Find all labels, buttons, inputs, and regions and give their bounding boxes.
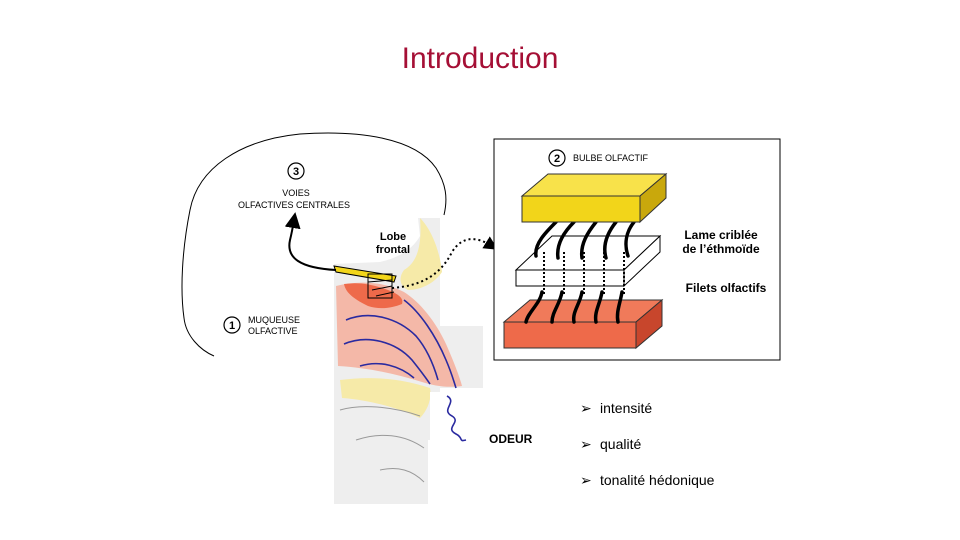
voies-label-line2: OLFACTIVES CENTRALES bbox=[238, 200, 350, 210]
list-item-label: intensité bbox=[600, 400, 653, 416]
number-1-label: 1 bbox=[229, 320, 235, 332]
lame-label-line1: Lame criblée bbox=[684, 228, 758, 242]
list-item: ➢ qualité bbox=[580, 432, 714, 468]
number-3-label: 3 bbox=[293, 166, 299, 178]
list-item: ➢ intensité bbox=[580, 396, 714, 432]
number-2-label: 2 bbox=[554, 153, 560, 165]
list-item-label: qualité bbox=[600, 436, 642, 452]
arrow-bullet-icon: ➢ bbox=[580, 400, 592, 416]
lobe-label-line1: Lobe bbox=[380, 231, 406, 243]
central-pathway-arrow bbox=[284, 212, 337, 271]
bulb-detail-panel: 2 BULBE OLFACTIF bbox=[493, 138, 781, 361]
arrow-bullet-icon: ➢ bbox=[580, 472, 592, 488]
nose-anatomy-illustration bbox=[334, 218, 483, 504]
muqueuse-label-line2: OLFACTIVE bbox=[248, 326, 298, 336]
attribute-list: ➢ intensité ➢ qualité ➢ tonalité hédonique bbox=[580, 396, 714, 504]
voies-label-line1: VOIES bbox=[282, 188, 310, 198]
filets-label: Filets olfactifs bbox=[686, 281, 767, 295]
head-outline bbox=[181, 132, 447, 357]
lame-label-line2: de l’éthmoïde bbox=[682, 242, 760, 256]
zoom-box bbox=[367, 273, 393, 299]
lobe-label-line2: frontal bbox=[376, 244, 410, 256]
bulbe-label: BULBE OLFACTIF bbox=[573, 153, 649, 163]
muqueuse-label-line1: MUQUEUSE bbox=[248, 315, 300, 325]
list-item-label: tonalité hédonique bbox=[600, 472, 715, 488]
slide-title: Introduction bbox=[401, 42, 559, 75]
number-1-badge bbox=[223, 316, 241, 334]
number-2-badge bbox=[548, 149, 566, 167]
odeur-label: ODEUR bbox=[489, 432, 533, 446]
arrow-bullet-icon: ➢ bbox=[580, 436, 592, 452]
zoom-dotted-arrow bbox=[391, 236, 498, 289]
number-3-badge bbox=[287, 162, 305, 180]
list-item: ➢ tonalité hédonique bbox=[580, 468, 714, 504]
